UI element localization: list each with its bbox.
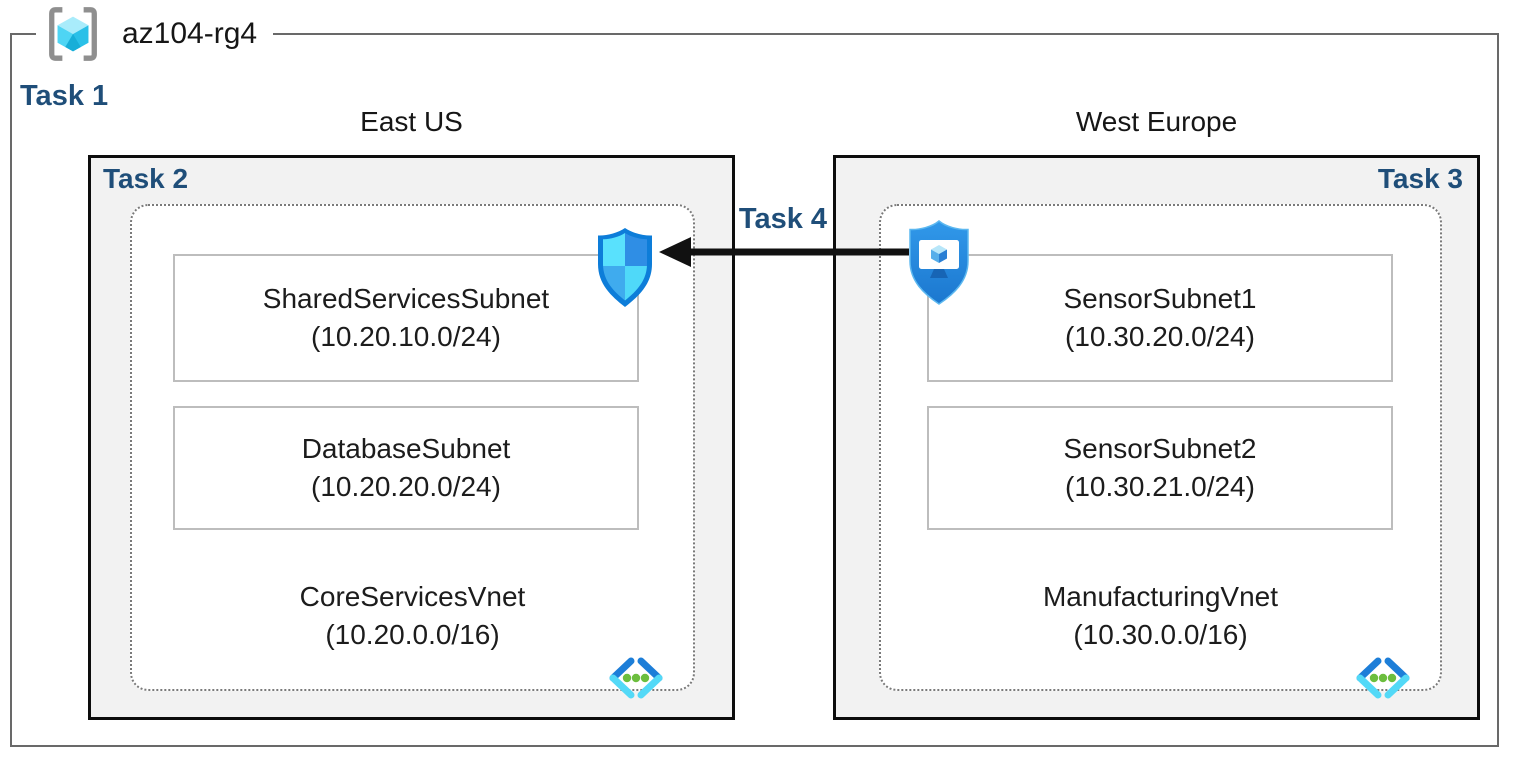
resource-group-header: az104-rg4 (36, 3, 274, 65)
subnet-name: SharedServicesSubnet (262, 283, 550, 314)
subnet-box-database: DatabaseSubnet (10.20.20.0/24) (173, 406, 639, 530)
vnet-name: CoreServicesVnet (299, 581, 526, 612)
vnet-label-manufacturing: ManufacturingVnet (10.30.0.0/16) (881, 578, 1440, 654)
subnet-box-sharedservices: SharedServicesSubnet (10.20.10.0/24) (173, 254, 639, 382)
vnet-boundary-manufacturing: SensorSubnet1 (10.30.20.0/24) SensorSubn… (879, 204, 1442, 699)
subnet-cidr: (10.30.20.0/24) (1065, 321, 1255, 352)
region-label-east-us: East US (360, 106, 463, 137)
subnet-name: SensorSubnet2 (1063, 433, 1257, 464)
shielded-vm-icon (906, 218, 972, 308)
subnet-box-sensor2: SensorSubnet2 (10.30.21.0/24) (927, 406, 1393, 530)
virtual-network-icon (607, 657, 665, 699)
resource-group-name: az104-rg4 (122, 17, 258, 50)
resource-group-icon (42, 5, 104, 63)
network-security-group-shield-icon (595, 226, 655, 310)
task1-label: Task 1 (20, 80, 109, 112)
task2-label: Task 2 (103, 163, 189, 194)
subnet-name: SensorSubnet1 (1063, 283, 1257, 314)
subnet-cidr: (10.30.21.0/24) (1065, 471, 1255, 502)
region-label-west-europe: West Europe (1075, 106, 1238, 137)
subnet-cidr: (10.20.10.0/24) (311, 321, 501, 352)
virtual-network-icon (1354, 657, 1412, 699)
vnet-label-coreservices: CoreServicesVnet (10.20.0.0/16) (132, 578, 693, 654)
vnet-name: ManufacturingVnet (1042, 581, 1279, 612)
vnet-cidr: (10.20.0.0/16) (325, 619, 500, 650)
subnet-box-sensor1: SensorSubnet1 (10.30.20.0/24) (927, 254, 1393, 382)
task4-label: Task 4 (738, 203, 828, 235)
task3-label: Task 3 (1377, 163, 1463, 194)
vnet-cidr: (10.30.0.0/16) (1073, 619, 1248, 650)
task4-arrow-left (655, 228, 911, 276)
resource-group-boundary (10, 33, 1499, 747)
subnet-name: DatabaseSubnet (301, 433, 511, 464)
vnet-boundary-coreservices: SharedServicesSubnet (10.20.10.0/24) Dat… (130, 204, 695, 699)
subnet-cidr: (10.20.20.0/24) (311, 471, 501, 502)
